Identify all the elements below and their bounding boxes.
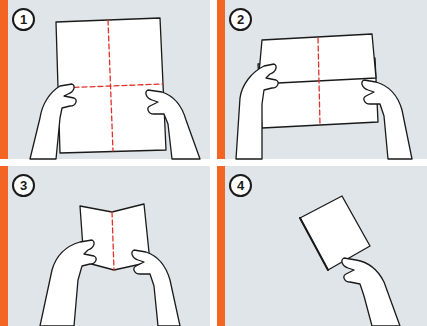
hand <box>342 258 400 326</box>
panel <box>0 0 210 159</box>
step-number-circle: 1 <box>12 8 35 31</box>
hand <box>132 250 180 326</box>
step-number: 4 <box>237 179 244 192</box>
hand <box>236 64 278 159</box>
step-number-circle: 3 <box>12 174 35 197</box>
hand <box>362 80 412 159</box>
hand <box>146 90 200 159</box>
paper-booklet <box>300 196 370 270</box>
step-number-circle: 4 <box>229 174 252 197</box>
hand <box>30 84 76 159</box>
step-number: 2 <box>237 13 244 26</box>
panel <box>217 166 427 326</box>
panel <box>0 166 210 326</box>
accent-bar <box>0 0 8 159</box>
step-number: 3 <box>20 179 27 192</box>
accent-bar <box>217 0 225 159</box>
accent-bar <box>0 166 8 326</box>
booklet-spine <box>300 218 328 270</box>
hand <box>40 240 96 326</box>
panel <box>217 0 427 159</box>
step-number: 1 <box>20 13 27 26</box>
step-number-circle: 2 <box>229 8 252 31</box>
paper-sheet <box>258 34 376 84</box>
accent-bar <box>217 166 225 326</box>
fold-line <box>112 212 114 270</box>
fold-line <box>318 38 320 125</box>
